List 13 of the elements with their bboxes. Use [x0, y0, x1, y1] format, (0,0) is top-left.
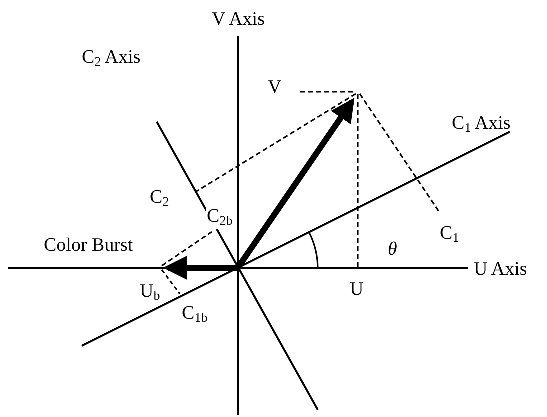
value-label: U [350, 280, 364, 299]
value-label: C$_{1}$ [440, 224, 460, 243]
axis-label: U Axis [474, 260, 528, 279]
axis-label: C$_{2}$ Axis [82, 48, 141, 67]
axis-label: C$_{1}$ Axis [452, 114, 511, 133]
vector-label: Color Burst [44, 236, 134, 255]
value-label: C$_{2}$ [150, 188, 170, 207]
value-label: U$_{b}$ [140, 282, 160, 301]
value-label: V [268, 78, 282, 97]
value-label: C$_{1b}$ [182, 304, 208, 323]
axis-label: V Axis [212, 10, 265, 29]
value-label: C$_{2b}$ [206, 206, 234, 229]
angle-label: θ [388, 240, 398, 259]
